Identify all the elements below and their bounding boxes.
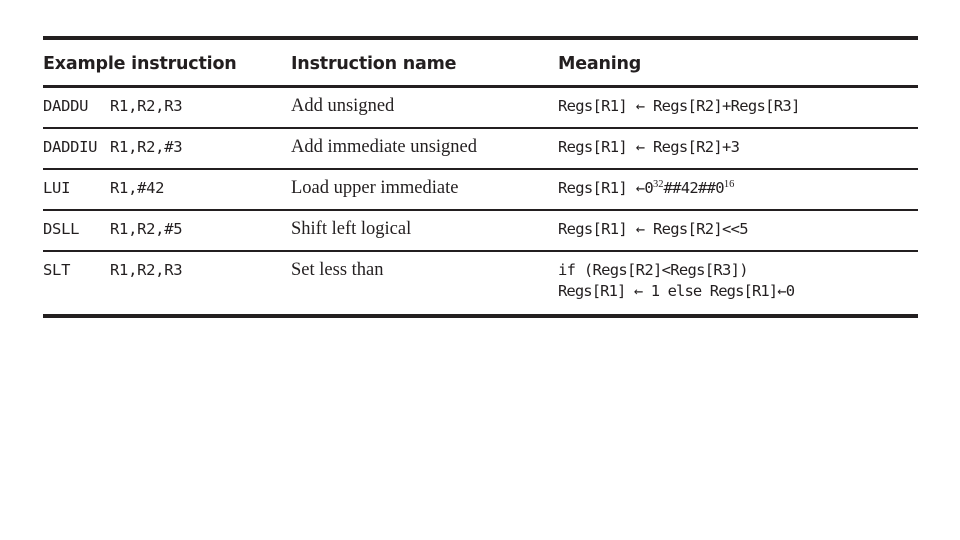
cell-example-instruction: DADDU R1,R2,R3 bbox=[43, 88, 291, 115]
meaning-source: Regs[R2]<<5 bbox=[644, 220, 749, 238]
table-top-rule bbox=[43, 36, 918, 40]
cell-meaning: Regs[R1] ← Regs[R2]+3 bbox=[558, 129, 918, 156]
cell-meaning: if (Regs[R2]<Regs[R3]) Regs[R1] ← 1 else … bbox=[558, 252, 918, 300]
cell-meaning: Regs[R1] ←032##42##016 bbox=[558, 170, 918, 197]
meaning-body-line: Regs[R1] ← 1 else Regs[R1]←0 bbox=[558, 282, 918, 300]
instruction-opcode: DSLL bbox=[43, 220, 80, 238]
assign-arrow-icon: ← bbox=[633, 282, 643, 300]
table-bottom-rule bbox=[43, 314, 918, 318]
table-row: LUI R1,#42 Load upper immediate Regs[R1] … bbox=[43, 170, 918, 209]
meaning-source: Regs[R2]+Regs[R3] bbox=[644, 97, 800, 115]
assign-arrow-icon: ← bbox=[635, 97, 645, 115]
meaning-dest: Regs[R1] bbox=[558, 97, 636, 115]
cell-instruction-name: Set less than bbox=[291, 260, 384, 280]
meaning-zero-first: 0 bbox=[644, 179, 653, 197]
instruction-operands: R1,R2,#5 bbox=[110, 220, 183, 238]
cell-example-instruction: DSLL R1,R2,#5 bbox=[43, 211, 291, 238]
instruction-operands: R1,R2,R3 bbox=[110, 261, 183, 279]
meaning-condition: if (Regs[R2]<Regs[R3]) bbox=[558, 261, 749, 279]
row-rule bbox=[43, 209, 918, 211]
assign-arrow-icon: ← bbox=[635, 220, 645, 238]
meaning-true-branch: 1 else Regs[R1] bbox=[642, 282, 778, 300]
table-row: DADDU R1,R2,R3 Add unsigned Regs[R1] ← Re… bbox=[43, 88, 918, 127]
instruction-opcode: SLT bbox=[43, 261, 71, 279]
instruction-operands: R1,R2,R3 bbox=[110, 97, 183, 115]
meaning-superscript-32: 32 bbox=[652, 178, 664, 190]
meaning-dest: Regs[R1] bbox=[558, 282, 634, 300]
cell-instruction-name: Add immediate unsigned bbox=[291, 137, 477, 157]
instruction-opcode: DADDIU bbox=[43, 138, 98, 156]
table-row: DSLL R1,R2,#5 Shift left logical Regs[R1]… bbox=[43, 211, 918, 250]
meaning-zero-second: 0 bbox=[715, 179, 724, 197]
column-header-example-instruction: Example instruction bbox=[43, 54, 237, 74]
cell-instruction-name: Load upper immediate bbox=[291, 178, 459, 198]
meaning-dest: Regs[R1] bbox=[558, 220, 636, 238]
meaning-source: Regs[R2]+3 bbox=[644, 138, 740, 156]
row-rule bbox=[43, 127, 918, 129]
meaning-dest: Regs[R1] bbox=[558, 179, 636, 197]
column-header-instruction-name: Instruction name bbox=[291, 54, 457, 74]
assign-arrow-icon-2: ← bbox=[777, 282, 786, 300]
cell-example-instruction: DADDIU R1,R2,#3 bbox=[43, 129, 291, 156]
meaning-dest: Regs[R1] bbox=[558, 138, 636, 156]
instruction-operands: R1,R2,#3 bbox=[110, 138, 183, 156]
cell-example-instruction: SLT R1,R2,R3 bbox=[43, 252, 291, 279]
table-header-row: Example instruction Instruction name Mea… bbox=[43, 40, 918, 85]
header-bottom-rule bbox=[43, 85, 918, 88]
table-row: DADDIU R1,R2,#3 Add immediate unsigned Re… bbox=[43, 129, 918, 168]
assign-arrow-icon: ← bbox=[635, 138, 645, 156]
cell-example-instruction: LUI R1,#42 bbox=[43, 170, 291, 197]
instruction-table-figure: Example instruction Instruction name Mea… bbox=[43, 36, 918, 318]
assign-arrow-icon: ← bbox=[635, 179, 645, 197]
table-row: SLT R1,R2,R3 Set less than if (Regs[R2]<R… bbox=[43, 252, 918, 314]
cell-instruction-name: Shift left logical bbox=[291, 219, 412, 239]
meaning-false-value: 0 bbox=[785, 282, 795, 300]
meaning-concat-middle: ##42## bbox=[663, 179, 716, 197]
cell-meaning: Regs[R1] ← Regs[R2]+Regs[R3] bbox=[558, 88, 918, 115]
instruction-opcode: DADDU bbox=[43, 97, 89, 115]
column-header-meaning: Meaning bbox=[558, 54, 642, 74]
instruction-operands: R1,#42 bbox=[110, 179, 165, 197]
row-rule bbox=[43, 168, 918, 170]
row-rule bbox=[43, 250, 918, 252]
cell-meaning: Regs[R1] ← Regs[R2]<<5 bbox=[558, 211, 918, 238]
meaning-superscript-16: 16 bbox=[723, 178, 735, 190]
cell-instruction-name: Add unsigned bbox=[291, 96, 395, 116]
instruction-opcode: LUI bbox=[43, 179, 71, 197]
